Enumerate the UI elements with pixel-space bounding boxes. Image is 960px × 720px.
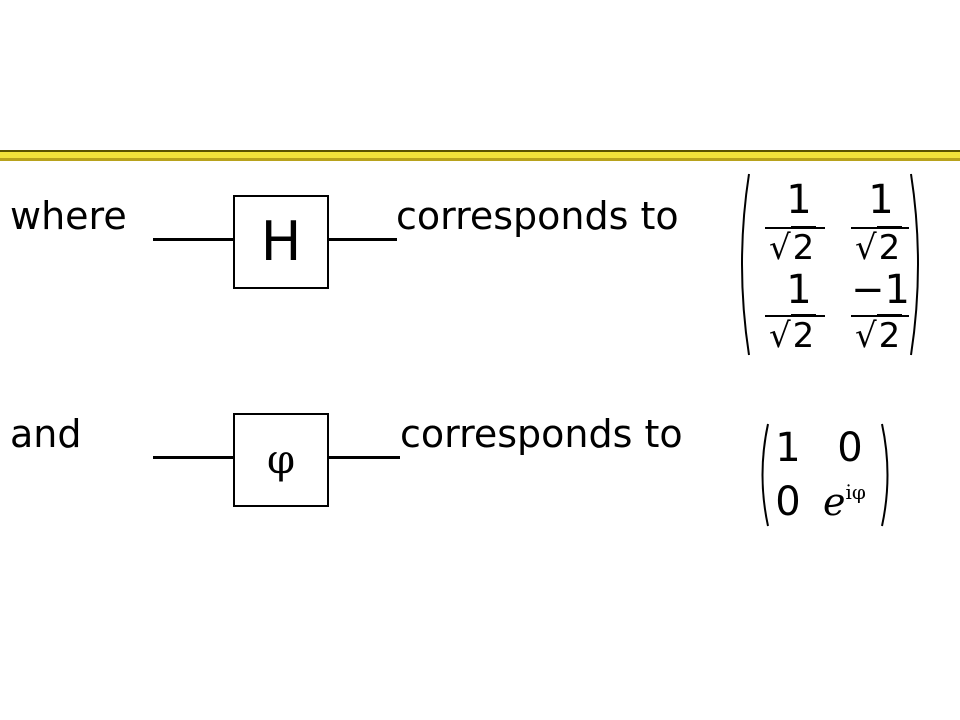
header-rule-light	[0, 158, 960, 161]
h-cell-b-numerator: 1	[868, 177, 894, 223]
phi-cell-d: eiφ	[823, 482, 889, 522]
phase-gate-label: φ	[266, 437, 295, 483]
corresponds-to-label-2: corresponds to	[400, 412, 683, 456]
phi-cell-d-exponent: iφ	[845, 480, 866, 504]
where-label: where	[10, 194, 127, 238]
h-cell-b-bar	[851, 227, 909, 229]
h-cell-d-bar	[851, 315, 909, 317]
header-rule-gold	[0, 152, 960, 158]
h-cell-d-numerator: −1	[851, 267, 910, 313]
hadamard-matrix: 1 √2 1 √2 1 √2 −1 √2	[733, 172, 933, 357]
phase-matrix-left-paren	[761, 423, 769, 527]
hadamard-gate-label: H	[260, 210, 302, 273]
h-cell-b-denominator: √2	[855, 226, 903, 268]
phase-matrix: 1 0 0 eiφ	[755, 422, 895, 528]
and-label: and	[10, 412, 82, 456]
header-rule-dark	[0, 150, 960, 152]
phi-cell-c: 0	[775, 479, 801, 525]
h-wire-right	[327, 238, 397, 241]
h-cell-a-denominator: √2	[769, 226, 817, 268]
corresponds-to-label-1: corresponds to	[396, 194, 679, 238]
h-wire-left	[153, 238, 235, 241]
hadamard-matrix-right-paren	[910, 173, 919, 356]
phi-cell-a: 1	[775, 425, 801, 471]
phi-cell-b: 0	[837, 425, 863, 471]
phase-matrix-right-paren	[881, 423, 889, 527]
h-cell-a-numerator: 1	[786, 177, 812, 223]
h-cell-d-denominator: √2	[855, 314, 903, 356]
phi-wire-right	[327, 456, 400, 459]
phi-cell-d-base: e	[823, 480, 846, 524]
phase-gate: φ	[233, 413, 329, 507]
h-cell-c-denominator: √2	[769, 314, 817, 356]
phi-wire-left	[153, 456, 235, 459]
h-cell-c-numerator: 1	[786, 267, 812, 313]
h-cell-a-bar	[765, 227, 825, 229]
h-cell-c-bar	[765, 315, 825, 317]
hadamard-matrix-left-paren	[741, 173, 750, 356]
hadamard-gate: H	[233, 195, 329, 289]
